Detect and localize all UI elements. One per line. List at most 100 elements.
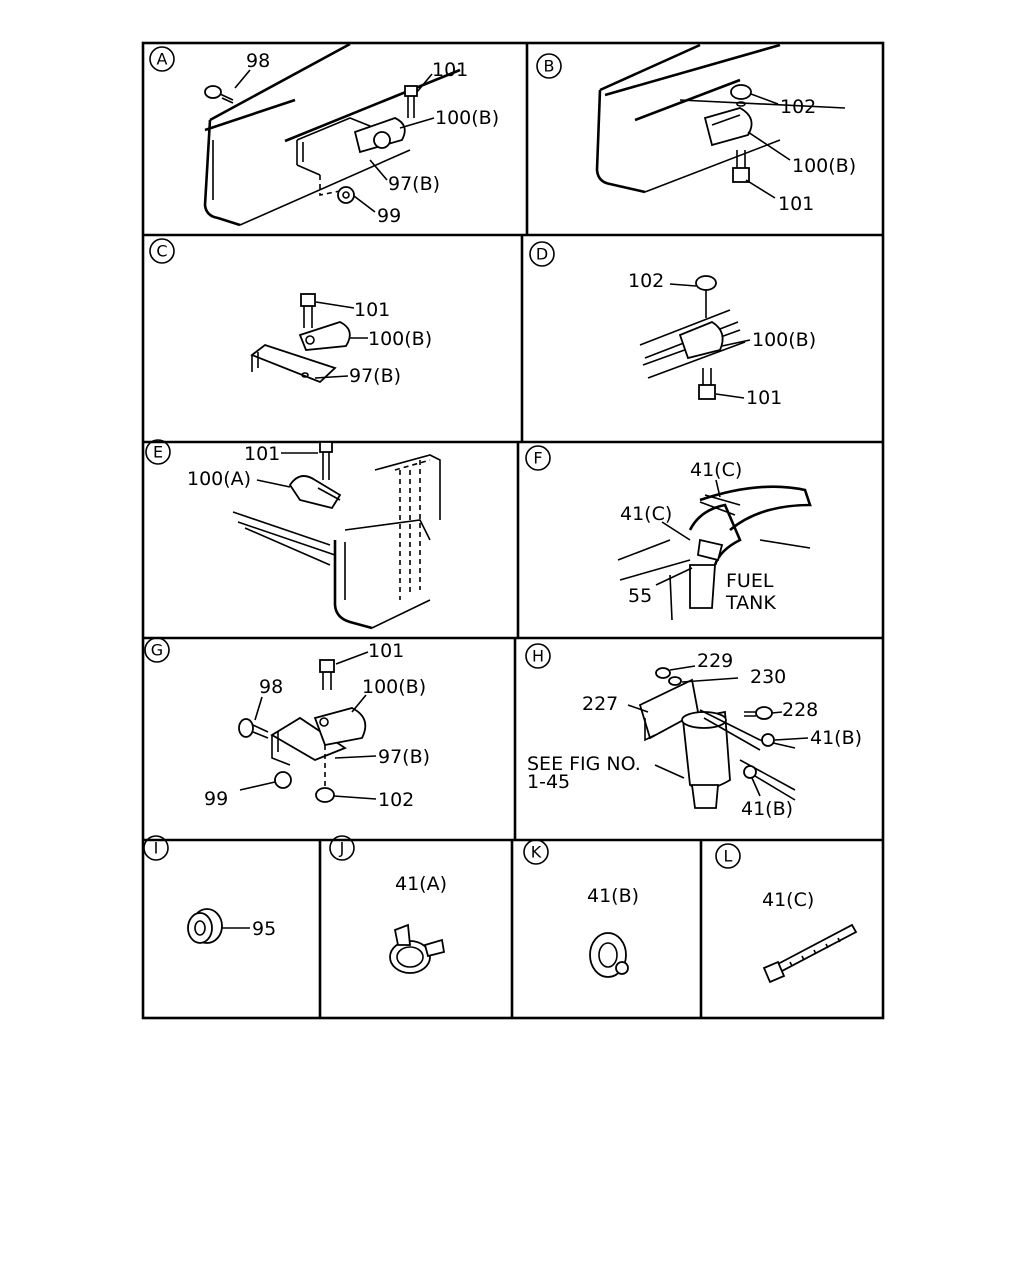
label-97b: 97(B) bbox=[378, 746, 430, 768]
leader-lines-h bbox=[627, 665, 809, 797]
label-100b: 100(B) bbox=[792, 155, 856, 177]
washer-230-icon bbox=[668, 676, 682, 686]
panel-letter-e: E bbox=[145, 439, 171, 465]
label-41c: 41(C) bbox=[762, 889, 814, 911]
label-97b: 97(B) bbox=[388, 173, 440, 195]
svg-text:B: B bbox=[544, 57, 555, 76]
frame-rail-drawing bbox=[595, 43, 846, 194]
panel-e: E 101 100(A) bbox=[145, 439, 441, 630]
label-fig-number: 1-45 bbox=[527, 771, 570, 793]
nut-102-icon bbox=[315, 745, 335, 803]
bolt-101-icon bbox=[319, 659, 335, 690]
svg-text:K: K bbox=[531, 843, 542, 862]
label-41a: 41(A) bbox=[395, 873, 447, 895]
label-101: 101 bbox=[244, 443, 280, 465]
leader-lines-e bbox=[256, 452, 318, 488]
bracket-97b-icon bbox=[250, 343, 337, 384]
bolt-101-icon bbox=[319, 441, 333, 480]
hose-clamp-41a-icon bbox=[389, 923, 446, 974]
label-227: 227 bbox=[582, 693, 618, 715]
svg-text:C: C bbox=[156, 242, 167, 261]
svg-text:G: G bbox=[151, 641, 163, 660]
label-228: 228 bbox=[782, 699, 818, 721]
bolt-98-icon bbox=[204, 85, 234, 104]
label-102: 102 bbox=[378, 789, 414, 811]
label-101: 101 bbox=[432, 59, 468, 81]
svg-text:H: H bbox=[532, 647, 544, 666]
svg-text:I: I bbox=[154, 839, 159, 858]
grid-frame bbox=[141, 41, 885, 1020]
label-98: 98 bbox=[259, 676, 283, 698]
panel-f: F 41(C) 41(C) 55 FUEL TANK bbox=[525, 445, 812, 621]
label-101: 101 bbox=[778, 193, 814, 215]
svg-text:E: E bbox=[153, 443, 163, 462]
bolt-101-icon bbox=[732, 150, 750, 183]
bolt-101-icon bbox=[404, 85, 418, 118]
leader-lines-b bbox=[745, 93, 791, 199]
label-102: 102 bbox=[780, 96, 816, 118]
bolt-101-icon bbox=[300, 293, 316, 328]
clamp-41b-icon bbox=[743, 733, 775, 779]
panel-letter-i: I bbox=[143, 835, 169, 861]
leader-lines-c bbox=[314, 301, 368, 379]
panel-letter-d: D bbox=[529, 241, 555, 267]
label-101: 101 bbox=[368, 640, 404, 662]
label-229: 229 bbox=[697, 650, 733, 672]
panel-letter-l: L bbox=[715, 843, 741, 869]
svg-text:L: L bbox=[724, 847, 733, 866]
leader-lines-g bbox=[239, 651, 377, 800]
label-fuel: FUEL bbox=[726, 570, 774, 592]
label-95: 95 bbox=[252, 918, 276, 940]
panel-letter-f: F bbox=[525, 445, 551, 471]
panel-letter-j: J bbox=[329, 835, 355, 861]
nut-99-icon bbox=[337, 186, 355, 204]
nut-102-icon bbox=[695, 275, 717, 318]
clip-100b-icon bbox=[678, 320, 724, 360]
label-41c-lower: 41(C) bbox=[620, 503, 672, 525]
panel-letter-k: K bbox=[523, 839, 549, 865]
svg-text:D: D bbox=[536, 245, 548, 264]
clamp-41b-icon bbox=[589, 932, 629, 978]
nut-99-icon bbox=[274, 771, 292, 789]
panel-letter-g: G bbox=[144, 637, 170, 663]
panel-g: G 101 98 100(B) 97(B) bbox=[144, 637, 430, 811]
panel-k: K 41(B) bbox=[523, 839, 639, 978]
fuel-filter-drawing bbox=[638, 678, 796, 809]
panel-letter-c: C bbox=[149, 238, 175, 264]
clip-100b-icon bbox=[313, 707, 367, 747]
bolt-228-icon bbox=[744, 706, 773, 720]
label-41c-upper: 41(C) bbox=[690, 459, 742, 481]
nut-229-icon bbox=[655, 667, 671, 679]
cable-tie-41c-icon bbox=[762, 923, 858, 984]
label-55: 55 bbox=[628, 585, 652, 607]
clamp-41c-icon bbox=[697, 494, 741, 562]
panel-c: C 101 100(B) 97(B) bbox=[149, 238, 432, 387]
clip-100b-icon bbox=[353, 117, 406, 154]
label-100b: 100(B) bbox=[752, 329, 816, 351]
bolt-98-icon bbox=[238, 718, 269, 739]
grommet-95-icon bbox=[187, 908, 223, 944]
label-99: 99 bbox=[204, 788, 228, 810]
frame-rail-drawing bbox=[232, 454, 441, 630]
svg-text:J: J bbox=[339, 839, 345, 858]
panel-letter-h: H bbox=[525, 643, 551, 669]
svg-text:F: F bbox=[533, 449, 542, 468]
label-101: 101 bbox=[354, 299, 390, 321]
label-230: 230 bbox=[750, 666, 786, 688]
nut-102-icon bbox=[730, 84, 752, 107]
label-100b: 100(B) bbox=[435, 107, 499, 129]
leader-lines-f bbox=[655, 479, 721, 586]
label-102: 102 bbox=[628, 270, 664, 292]
label-98: 98 bbox=[246, 50, 270, 72]
leader-lines-a bbox=[234, 69, 435, 213]
bracket-97b-icon bbox=[270, 716, 347, 766]
leader-lines-d bbox=[669, 283, 751, 399]
label-41b: 41(B) bbox=[587, 885, 639, 907]
panel-h: H 229 230 227 228 41(B) bbox=[525, 643, 862, 820]
panel-letter-a: A bbox=[149, 46, 175, 72]
label-101: 101 bbox=[746, 387, 782, 409]
panel-j: J 41(A) bbox=[329, 835, 447, 974]
label-41b-right: 41(B) bbox=[810, 727, 862, 749]
panel-b: B 102 100(B) 101 bbox=[536, 43, 856, 215]
